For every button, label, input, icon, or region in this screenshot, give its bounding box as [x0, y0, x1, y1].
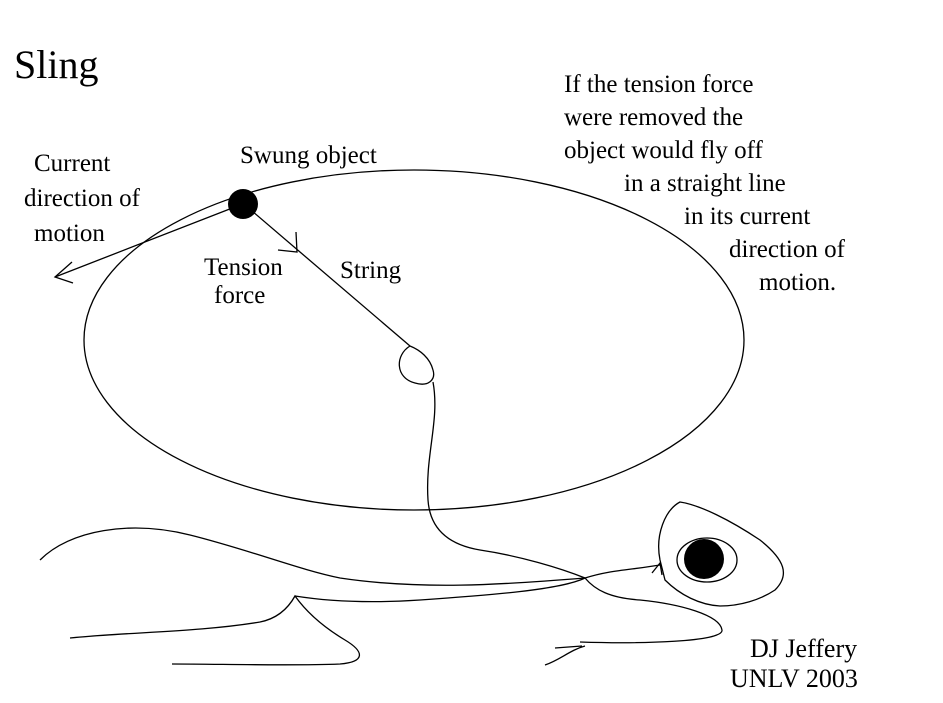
explanation-line-4: in a straight line: [624, 170, 786, 197]
string-line: [244, 204, 411, 347]
orbit-ellipse: [83, 169, 745, 511]
tension-force-label: Tension force: [204, 254, 283, 310]
explanation-line-3: object would fly off: [564, 137, 763, 164]
figure-under-arm: [579, 577, 723, 644]
tension-arrowhead: [277, 231, 298, 253]
credit-text: DJ Jeffery UNLV 2003: [730, 634, 858, 694]
eye-pupil: [684, 539, 724, 579]
eye-outline: [676, 537, 738, 583]
current-direction-label: Current direction of motion: [24, 146, 140, 251]
current-direction-line-2: direction of: [24, 185, 140, 212]
credit-institution: UNLV 2003: [730, 664, 858, 693]
credit-author: DJ Jeffery: [750, 634, 858, 663]
velocity-arrowhead: [53, 261, 74, 284]
figure-back: [39, 527, 586, 586]
figure-head: [658, 501, 784, 607]
tension-force-line-1: Tension: [204, 254, 283, 281]
page-title: Sling: [14, 42, 99, 87]
explanation-line-6: direction of: [729, 236, 845, 263]
velocity-arrow-line: [54, 204, 241, 278]
swung-object-label: Swung object: [240, 142, 377, 169]
figure-belly: [294, 577, 586, 603]
current-direction-line-3: motion: [34, 220, 105, 247]
figure-leg: [69, 594, 361, 666]
explanation-line-5: in its current: [684, 203, 811, 230]
swung-object-ball: [228, 189, 258, 219]
figure-hand: [651, 561, 663, 576]
string-label: String: [340, 257, 402, 284]
tension-force-line-2: force: [214, 282, 266, 309]
figure-upper-arm: [584, 564, 661, 579]
figure-foot: [544, 645, 586, 666]
explanation-text: If the tension force were removed the ob…: [564, 68, 845, 299]
explanation-line-2: were removed the: [564, 104, 744, 131]
explanation-line-7: motion.: [759, 269, 837, 296]
explanation-line-1: If the tension force: [564, 71, 754, 98]
arm-line: [426, 381, 586, 579]
string-loop: [398, 345, 435, 385]
current-direction-line-1: Current: [34, 150, 111, 177]
